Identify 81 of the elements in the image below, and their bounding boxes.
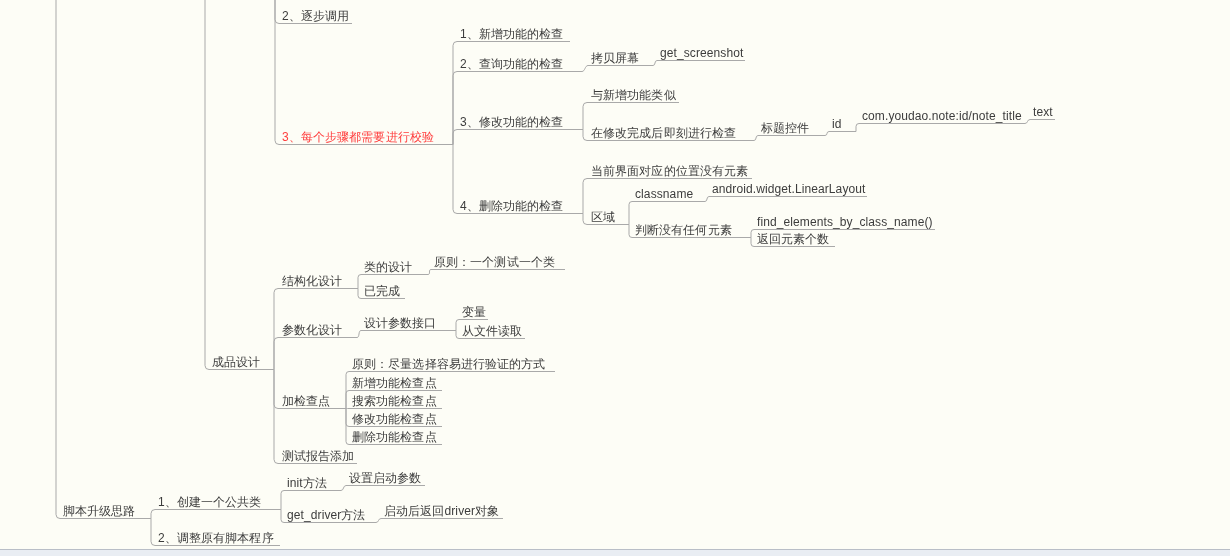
branch-line [581, 65, 589, 72]
topic-label: 成品设计 [209, 355, 273, 370]
branch-line [427, 269, 432, 275]
branch-line [149, 518, 156, 546]
topic-label: 类的设计 [361, 260, 428, 275]
branch-line [344, 408, 350, 445]
topic-label: 删除功能检查点 [349, 430, 442, 445]
branch-line [581, 129, 589, 141]
topic-label: 2、查询功能的检查 [457, 57, 582, 72]
topic-label: 修改功能检查点 [349, 412, 442, 427]
branch-line [854, 123, 860, 132]
branch-line [344, 408, 350, 409]
branch-line [204, 0, 210, 370]
branch-line [749, 237, 755, 247]
topic-label: 原则：尽量选择容易进行验证的方式 [349, 357, 555, 372]
topic-label: android.widget.LinearLayout [709, 182, 868, 197]
topic-label: 从文件读取 [459, 324, 525, 339]
topic-label: 区域 [588, 210, 628, 225]
branch-line [356, 288, 362, 299]
branch-line [451, 144, 458, 214]
branch-line [279, 490, 285, 510]
branch-line [652, 60, 658, 66]
topic-label: init方法 [284, 476, 341, 491]
branch-line [356, 330, 362, 338]
branch-line [454, 319, 460, 331]
topic-label: 设置启动参数 [346, 471, 425, 486]
branch-line [704, 196, 710, 202]
branch-line [344, 390, 350, 409]
topic-label: 变量 [459, 305, 489, 320]
topic-label: 2、调整原有脚本程序 [155, 531, 280, 546]
topic-label: 3、每个步骤都需要进行校验 [279, 130, 452, 145]
topic-label: 1、新增功能的检查 [457, 27, 570, 42]
topic-label: 在修改完成后即刻进行检查 [588, 126, 754, 141]
topic-label: 标题控件 [758, 121, 825, 136]
branch-line [451, 129, 458, 145]
topic-label: 原则：一个测试一个类 [431, 255, 565, 270]
branch-line [149, 509, 156, 519]
topic-label: com.youdao.note:id/note_title [859, 109, 1025, 124]
branch-line [55, 0, 61, 519]
branch-line [749, 229, 755, 238]
topic-label: 已完成 [361, 284, 405, 299]
topic-label: id [829, 117, 855, 132]
branch-line [340, 485, 347, 491]
branch-line [581, 178, 589, 214]
branch-line [356, 274, 362, 289]
topic-label: 搜索功能检查点 [349, 394, 442, 409]
topic-label: 4、删除功能的检查 [457, 199, 582, 214]
branch-line [627, 201, 633, 225]
topic-label: 新增功能检查点 [349, 376, 442, 391]
branch-line [279, 509, 285, 523]
topic-label: 判断没有任何元素 [632, 223, 750, 238]
topic-label: 3、修改功能的检查 [457, 115, 582, 130]
topic-label: 返回元素个数 [754, 232, 835, 247]
branch-line [454, 330, 460, 339]
topic-label: get_screenshot [657, 46, 746, 61]
topic-label: 1、创建一个公共类 [155, 495, 280, 510]
topic-label: 拷贝屏幕 [588, 51, 653, 66]
branch-line [581, 102, 589, 130]
topic-label: classname [632, 187, 705, 202]
branch-line [824, 131, 830, 136]
topic-label: 与新增功能类似 [588, 88, 679, 103]
topic-label: find_elements_by_class_name() [754, 215, 935, 230]
branch-line [272, 369, 280, 464]
topic-label: 脚本升级思路 [60, 504, 150, 519]
branch-line [274, 0, 280, 145]
topic-label: 当前界面对应的位置没有元素 [588, 164, 752, 179]
topic-label: 2、逐步调用 [279, 9, 352, 24]
topic-label: 加检查点 [279, 394, 345, 409]
branch-line [627, 224, 633, 238]
topic-label: 启动后返回driver对象 [381, 504, 503, 519]
topic-label: 测试报告添加 [279, 449, 357, 464]
branch-line [1024, 119, 1031, 124]
branch-line [272, 337, 280, 370]
topic-label: 结构化设计 [279, 274, 357, 289]
topic-label: 设计参数接口 [361, 316, 455, 331]
topic-label: text [1030, 105, 1055, 120]
branch-line [753, 135, 759, 141]
branch-line [581, 213, 589, 225]
branch-line [375, 518, 382, 523]
topic-label: get_driver方法 [284, 508, 376, 523]
topic-label: 参数化设计 [279, 323, 357, 338]
